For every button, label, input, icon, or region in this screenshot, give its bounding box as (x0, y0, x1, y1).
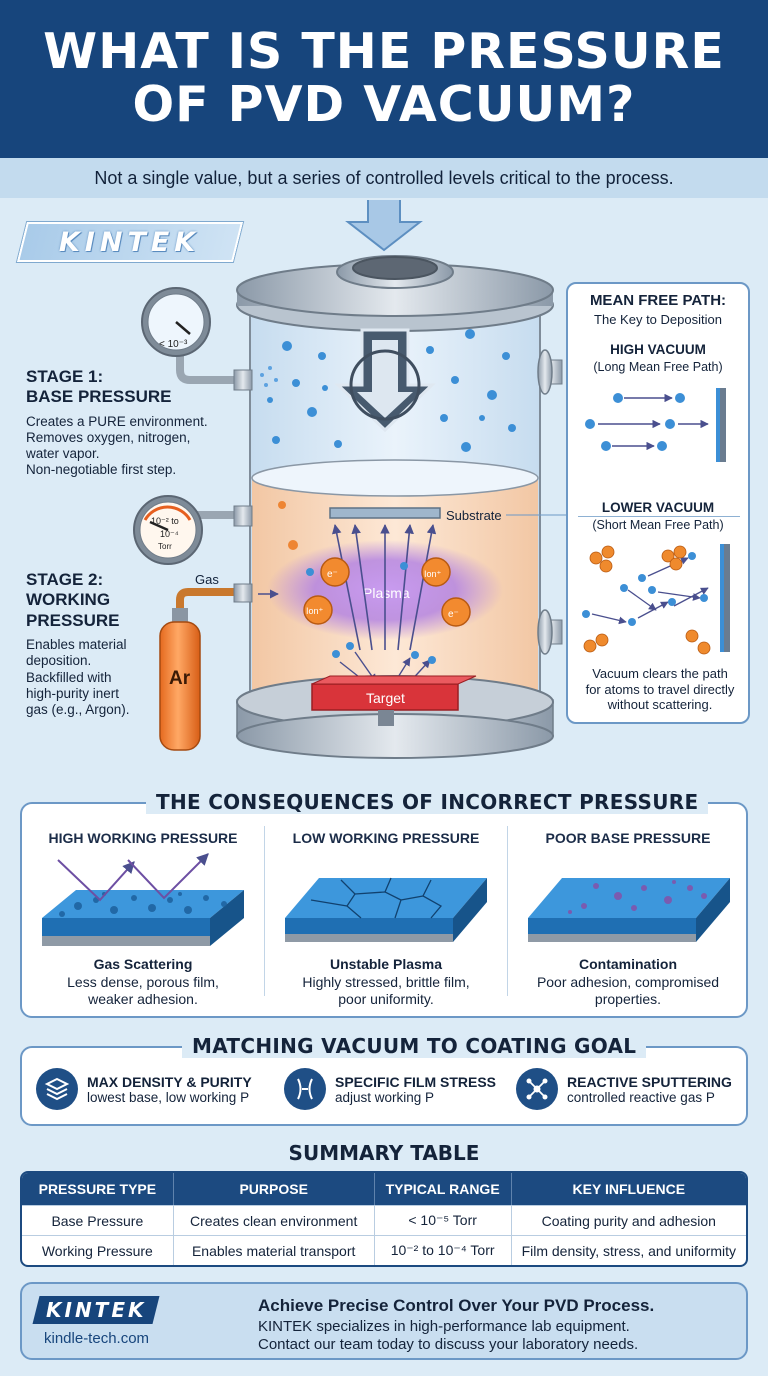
consequence-high-working: HIGH WORKING PRESSURE Gas Scattering Les… (22, 804, 264, 1016)
base-gauge-label: < 10⁻³ (159, 339, 188, 350)
goals-section: MATCHING VACUUM TO COATING GOAL MAX DENS… (20, 1034, 748, 1126)
molecule-icon (516, 1068, 558, 1110)
table-cell: Creates clean environment (173, 1205, 375, 1235)
lower-vacuum-title: LOWER VACUUM (601, 500, 715, 515)
subtitle-band: Not a single value, but a series of cont… (0, 158, 768, 198)
vacuum-chamber-illustration: Substrate Plasma e⁻ Ion⁺ Ion⁺ e⁻ Target (133, 200, 566, 759)
consequence-description: Less dense, porous film, weaker adhesion… (67, 974, 219, 1007)
column-header: KEY INFLUENCE (511, 1173, 746, 1205)
argon-label: Ar (169, 668, 191, 689)
svg-text:e⁻: e⁻ (327, 569, 338, 580)
table-row: Working Pressure Enables material transp… (22, 1235, 746, 1265)
column-divider (507, 826, 508, 996)
high-vacuum-title: HIGH VACUUM (610, 342, 706, 357)
stage1-description: Creates a PURE environment. Removes oxyg… (26, 413, 208, 478)
svg-text:Ion⁺: Ion⁺ (424, 569, 442, 579)
stage1-title: STAGE 1: BASE PRESSURE (26, 367, 172, 407)
table-cell: < 10⁻⁵ Torr (374, 1205, 512, 1235)
consequence-heading: HIGH WORKING PRESSURE (48, 830, 238, 846)
header-banner: WHAT IS THE PRESSURE OF PVD VACUUM? (0, 0, 768, 158)
mfp-divider (578, 516, 740, 517)
consequence-description: Poor adhesion, compromised properties. (536, 974, 720, 1007)
consequence-low-working: LOW WORKING PRESSURE Unstable Plasma Hig… (265, 804, 507, 1016)
summary-title: SUMMARY TABLE (288, 1141, 480, 1165)
svg-text:Torr: Torr (158, 542, 172, 551)
stage2-title: STAGE 2: WORKING PRESSURE (26, 570, 120, 630)
pump-down-arrow (345, 200, 423, 252)
table-cell: Coating purity and adhesion (511, 1205, 746, 1235)
layers-icon (36, 1068, 78, 1110)
table-cell: Base Pressure (22, 1205, 174, 1235)
table-cell: 10⁻² to 10⁻⁴ Torr (374, 1235, 512, 1265)
plasma-label: Plasma (363, 585, 410, 601)
stage2-info: STAGE 2: WORKING PRESSURE Enables materi… (26, 570, 166, 718)
lower-vacuum-subtitle: (Short Mean Free Path) (592, 518, 724, 532)
goal-heading: REACTIVE SPUTTERING (567, 1073, 732, 1090)
mfp-title: MEAN FREE PATH: (589, 292, 727, 309)
consequences-section: THE CONSEQUENCES OF INCORRECT PRESSURE H… (20, 790, 748, 1018)
substrate-label: Substrate (446, 508, 502, 523)
website-link[interactable]: kindle-tech.com (44, 1330, 150, 1347)
porous-film-illustration (42, 853, 244, 946)
table-header-row: PRESSURE TYPE PURPOSE TYPICAL RANGE KEY … (22, 1173, 746, 1205)
column-divider (264, 826, 265, 996)
goal-heading: MAX DENSITY & PURITY (87, 1073, 252, 1090)
mfp-note: Vacuum clears the path for atoms to trav… (585, 666, 735, 713)
contaminated-film-illustration (528, 878, 730, 942)
footer-logo: KINTEK (32, 1296, 160, 1324)
target-label: Target (366, 690, 405, 706)
stress-icon (284, 1068, 326, 1110)
svg-text:10⁻⁴: 10⁻⁴ (160, 529, 179, 539)
footer-cta: KINTEK kindle-tech.com Achieve Precise C… (20, 1282, 748, 1360)
summary-table: PRESSURE TYPE PURPOSE TYPICAL RANGE KEY … (20, 1171, 748, 1267)
consequence-description: Highly stressed, brittle film, poor unif… (302, 974, 470, 1007)
goal-detail: controlled reactive gas P (567, 1089, 715, 1105)
consequence-poor-base: POOR BASE PRESSURE Contamination Poor ad… (508, 804, 748, 1016)
table-cell: Film density, stress, and uniformity (511, 1235, 746, 1265)
svg-text:10⁻² to: 10⁻² to (151, 516, 179, 526)
high-vacuum-subtitle: (Long Mean Free Path) (593, 360, 723, 374)
table-cell: Enables material transport (173, 1235, 375, 1265)
stage1-info: STAGE 1: BASE PRESSURE Creates a PURE en… (26, 367, 236, 479)
footer-line-1: KINTEK specializes in high-performance l… (258, 1318, 630, 1335)
mfp-subtitle: The Key to Deposition (594, 312, 722, 327)
goal-film-stress: SPECIFIC FILM STRESS adjust working P (284, 1068, 496, 1110)
consequence-heading: POOR BASE PRESSURE (545, 830, 711, 846)
column-header: TYPICAL RANGE (374, 1173, 512, 1205)
stage2-description: Enables material deposition. Backfilled … (26, 637, 130, 717)
goal-detail: lowest base, low working P (87, 1089, 250, 1105)
column-header: PURPOSE (173, 1173, 375, 1205)
high-vacuum-diagram (585, 388, 726, 462)
footer-headline: Achieve Precise Control Over Your PVD Pr… (258, 1296, 655, 1315)
lower-vacuum-diagram (582, 544, 730, 655)
mean-free-path-panel: MEAN FREE PATH: The Key to Deposition HI… (566, 282, 750, 724)
goal-heading: SPECIFIC FILM STRESS (335, 1073, 497, 1090)
gas-label: Gas (195, 572, 219, 587)
consequence-name: Contamination (579, 956, 677, 972)
consequences-title: THE CONSEQUENCES OF INCORRECT PRESSURE (146, 790, 709, 814)
goal-detail: adjust working P (335, 1089, 435, 1105)
table-row: Base Pressure Creates clean environment … (22, 1205, 746, 1235)
page-subtitle: Not a single value, but a series of cont… (94, 167, 674, 188)
table-cell: Working Pressure (22, 1235, 174, 1265)
goals-title: MATCHING VACUUM TO COATING GOAL (182, 1034, 647, 1058)
svg-text:e⁻: e⁻ (448, 609, 459, 620)
cracked-film-illustration (285, 877, 487, 942)
goal-reactive-sputtering: REACTIVE SPUTTERING controlled reactive … (516, 1068, 732, 1110)
column-header: PRESSURE TYPE (22, 1173, 174, 1205)
consequence-heading: LOW WORKING PRESSURE (292, 830, 480, 846)
page-title: WHAT IS THE PRESSURE OF PVD VACUUM? (43, 23, 725, 133)
consequence-name: Gas Scattering (93, 956, 193, 972)
consequence-name: Unstable Plasma (329, 956, 443, 972)
footer-line-2: Contact our team today to discuss your l… (258, 1336, 639, 1353)
svg-text:Ion⁺: Ion⁺ (306, 606, 324, 616)
goal-max-density: MAX DENSITY & PURITY lowest base, low wo… (36, 1068, 252, 1110)
charged-particles: e⁻ Ion⁺ Ion⁺ e⁻ (303, 557, 471, 627)
